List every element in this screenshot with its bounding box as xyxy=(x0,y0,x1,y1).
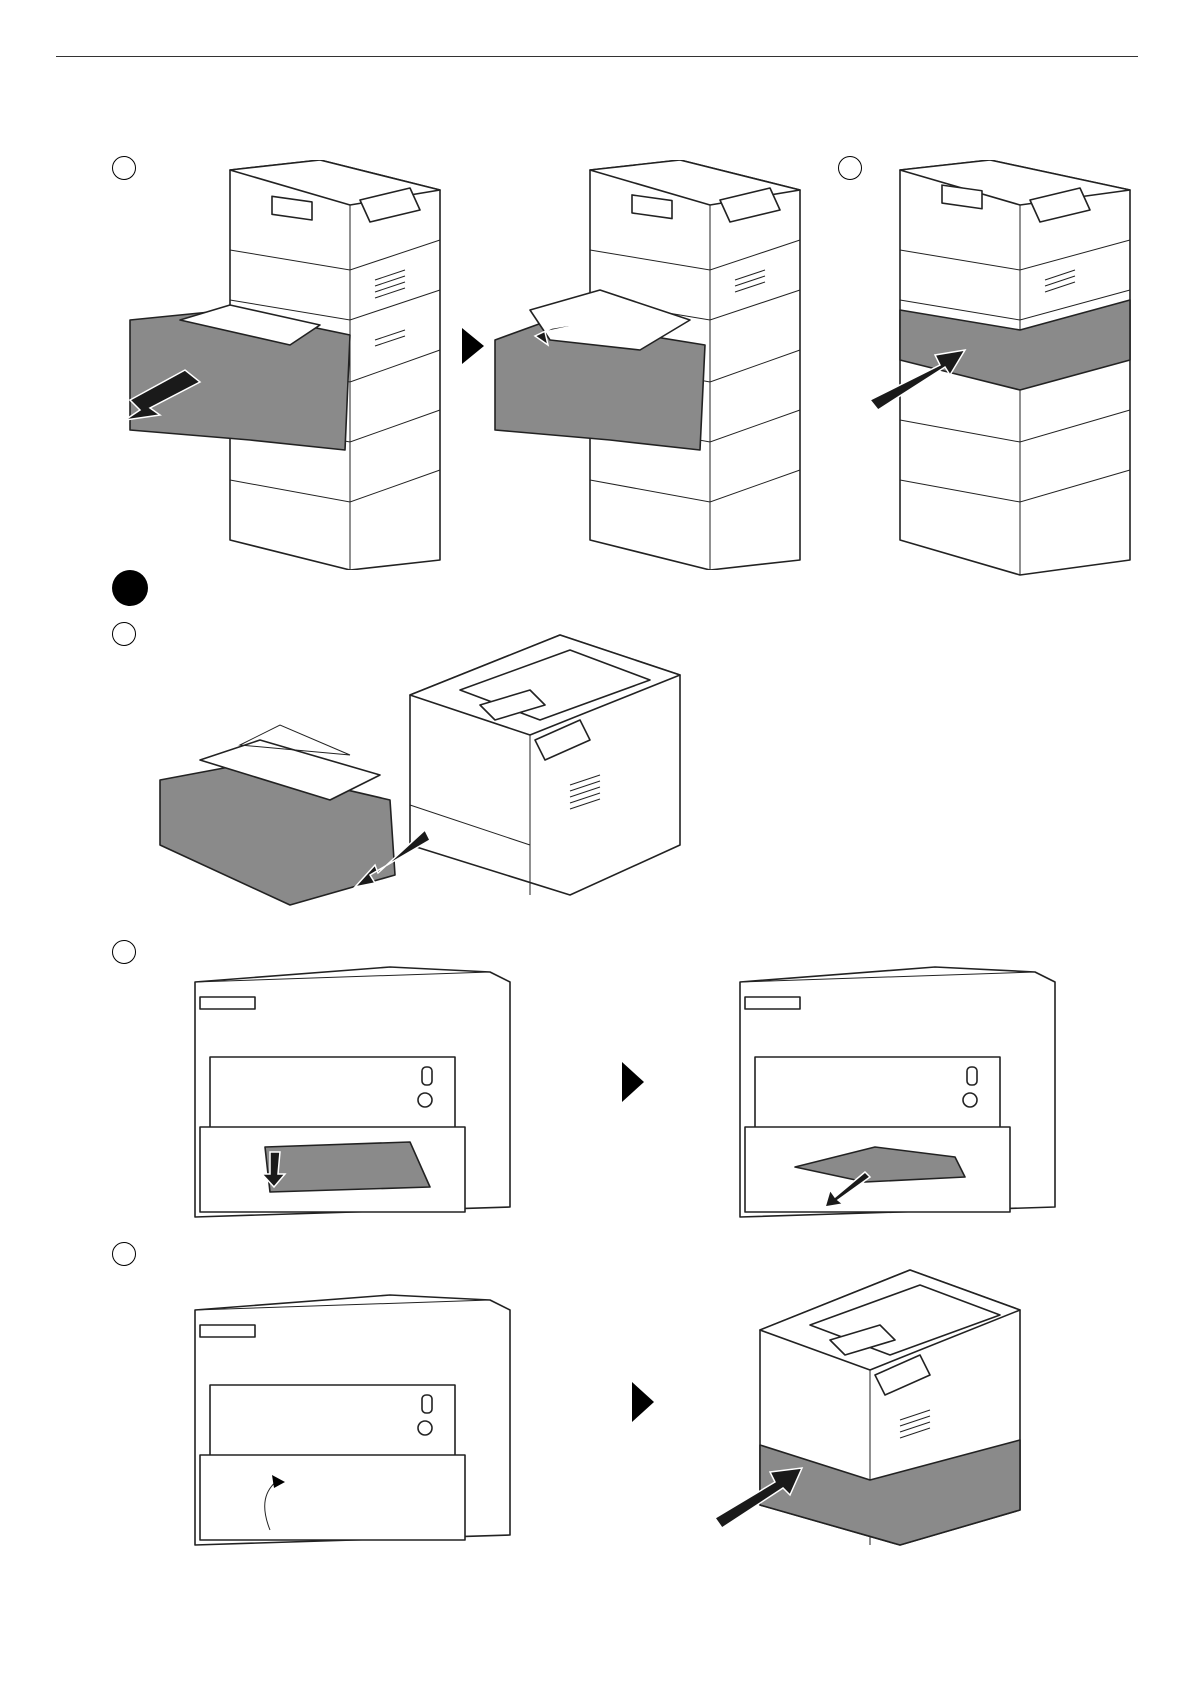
next-step-triangle-icon-3 xyxy=(632,1382,654,1422)
printer-front-paper-figure xyxy=(735,962,1065,1222)
next-step-triangle-icon xyxy=(462,328,484,364)
printer-front-lever-up-figure xyxy=(190,1290,520,1550)
header-rule xyxy=(56,56,1138,57)
step-marker-2b xyxy=(112,940,136,964)
printer-front-lever-figure xyxy=(190,962,520,1222)
step-marker-3b xyxy=(112,1242,136,1266)
printer-tray-insert-figure xyxy=(710,1260,1030,1550)
next-step-triangle-icon-2 xyxy=(622,1062,644,1102)
printer-tray-push-figure xyxy=(870,160,1140,580)
step-marker-1b xyxy=(112,622,136,646)
printer-tray-pulled-figure xyxy=(120,160,450,570)
section-marker-filled xyxy=(112,570,148,606)
step-marker-2 xyxy=(838,156,862,180)
printer-tray-removed-figure xyxy=(150,625,690,915)
printer-jammed-paper-figure xyxy=(490,160,810,570)
